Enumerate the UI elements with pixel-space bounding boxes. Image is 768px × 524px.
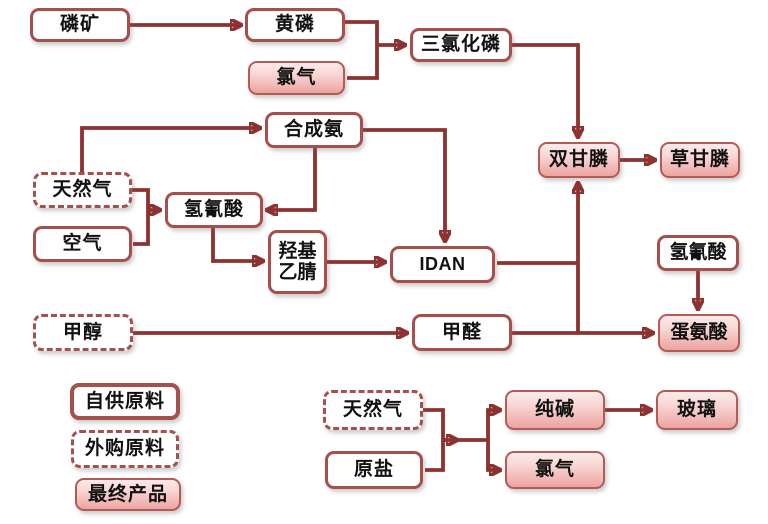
edge-hydrocyanic-to-hydroxyacetonitrile: [211, 228, 262, 261]
node-label: 氢氰酸: [669, 242, 727, 264]
node-soda-ash: 纯碱: [505, 390, 605, 430]
node-pmida: 双甘膦: [538, 142, 620, 178]
node-synthetic-ammonia: 合成氨: [265, 112, 363, 148]
node-label: 甲醇: [62, 321, 103, 343]
node-natural-gas-2: 天然气: [323, 390, 423, 430]
node-label: 天然气: [342, 399, 403, 421]
node-label: 空气: [62, 233, 103, 255]
node-phosphate-ore: 磷矿: [30, 8, 130, 42]
node-label: 氯气: [534, 459, 575, 481]
node-label: 纯碱: [534, 399, 575, 421]
node-methionine: 蛋氨酸: [658, 314, 740, 352]
edge-trichloride-to-pmida: [512, 43, 578, 136]
node-label: 蛋氨酸: [670, 322, 728, 344]
edge-split-to-chlorine2: [486, 440, 499, 470]
node-label: 三氯化磷: [420, 34, 501, 56]
node-idan: IDAN: [390, 246, 495, 283]
node-hydrocyanic-acid-1: 氢氰酸: [165, 192, 263, 228]
node-label: 甲醛: [441, 321, 482, 343]
legend-purchased: 外购原料: [71, 430, 179, 468]
node-raw-salt: 原盐: [325, 451, 423, 489]
edge-naturalgas2-rawsalt-bracket: [422, 408, 445, 472]
node-formaldehyde: 甲醛: [412, 314, 512, 351]
legend-final-product: 最终产品: [75, 478, 181, 511]
legend-label: 自供原料: [84, 390, 165, 412]
node-glass: 玻璃: [656, 390, 738, 430]
node-label: IDAN: [419, 254, 466, 275]
node-air: 空气: [33, 226, 132, 262]
node-label: 双甘膦: [548, 149, 609, 171]
node-label: 合成氨: [283, 119, 344, 141]
node-methanol: 甲醇: [33, 314, 133, 351]
node-label: 原盐: [353, 459, 394, 481]
node-label: 黄磷: [274, 14, 315, 36]
edge-split-to-sodaash: [486, 410, 499, 440]
node-label: 磷矿: [59, 14, 100, 36]
node-label: 氯气: [276, 67, 317, 89]
node-chlorine-2: 氯气: [505, 451, 605, 489]
node-label: 草甘膦: [669, 149, 730, 171]
node-label: 氢氰酸: [183, 199, 244, 221]
legend-self-supplied: 自供原料: [70, 383, 180, 420]
edge-ammonia-to-hydrocyanic: [268, 148, 317, 210]
node-label: 羟基乙腈: [278, 240, 317, 283]
node-hydroxyacetonitrile: 羟基乙腈: [268, 230, 327, 294]
node-chlorine-1: 氯气: [248, 61, 345, 95]
node-phosphorus-trichloride: 三氯化磷: [410, 28, 512, 62]
edge-naturalgas-air-bracket: [131, 188, 150, 246]
node-label: 天然气: [52, 179, 113, 201]
node-glyphosate: 草甘膦: [660, 142, 740, 178]
node-yellow-phosphorus: 黄磷: [245, 8, 345, 42]
edge-ammonia-to-idan: [363, 128, 445, 240]
edge-naturalgas-to-ammonia: [80, 128, 259, 173]
edge-yellow-chlorine-bracket: [344, 20, 379, 80]
node-hydrocyanic-acid-2: 氢氰酸: [657, 235, 739, 271]
node-label: 玻璃: [676, 399, 717, 421]
legend-label: 外购原料: [84, 438, 165, 460]
node-natural-gas-1: 天然气: [33, 172, 132, 208]
legend-label: 最终产品: [87, 483, 168, 505]
